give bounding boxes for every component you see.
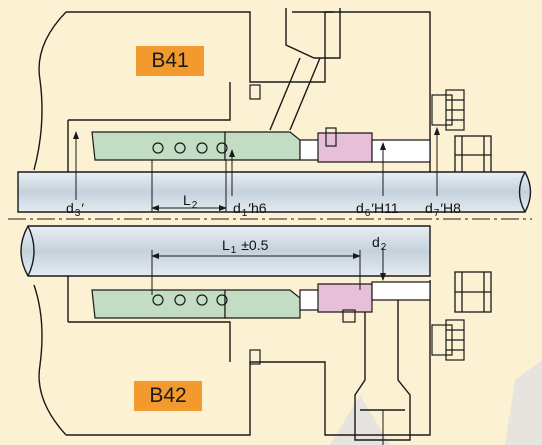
dim-d6: d6′H11 (356, 200, 399, 219)
dim-d7: d7′H8 (425, 200, 461, 219)
dim-d2: d2 (372, 234, 387, 253)
model-tag-bottom: B42 (134, 381, 202, 411)
dim-d1: d1′h6 (233, 200, 267, 219)
gland-plate-right (454, 135, 492, 313)
bolt-top (431, 89, 465, 131)
shaft (17, 171, 532, 277)
seal-assembly-bottom (91, 281, 431, 365)
dim-l2: L2 (183, 192, 198, 211)
dimension-lines (73, 127, 440, 445)
dim-l1: L1 ±0.5 (222, 237, 269, 256)
seal-assembly-top (91, 84, 431, 163)
dim-d3: d3′ (66, 200, 84, 219)
model-tag-top: B41 (136, 46, 204, 76)
housing-outline (33, 11, 431, 436)
bolt-bottom (431, 319, 465, 361)
top-port (269, 8, 341, 131)
watermark (330, 360, 542, 445)
